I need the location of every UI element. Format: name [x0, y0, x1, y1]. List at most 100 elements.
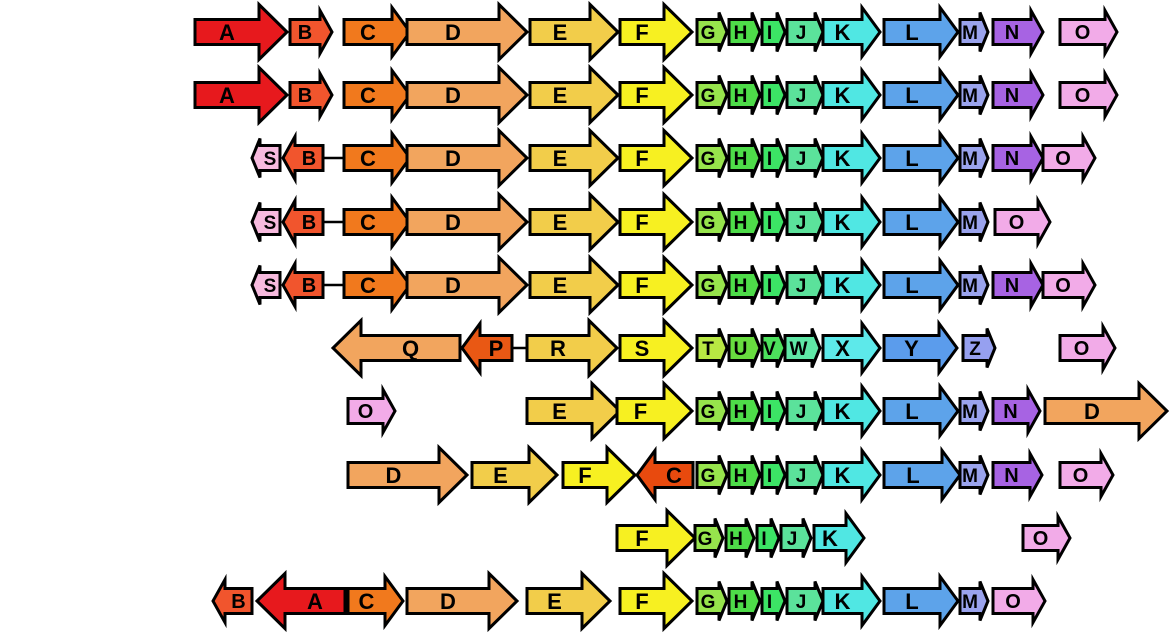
gene-arrow-b [281, 194, 325, 250]
gene-arrow-g [695, 390, 729, 432]
gene-letter-o: O [1005, 591, 1021, 613]
gene-arrow-g [695, 454, 729, 496]
gene-arrow-h [727, 454, 762, 496]
gene-arrow-o [1058, 67, 1119, 123]
gene-arrow-d [1043, 379, 1170, 443]
gene-letter-k: K [835, 399, 851, 424]
gene-arrow-t [695, 327, 729, 369]
gene-arrow-i [760, 137, 787, 179]
gene-arrow-k [821, 2, 882, 62]
gene-letter-h: H [734, 466, 748, 487]
gene-letter-k: K [835, 83, 851, 108]
gene-letter-j: J [796, 402, 807, 423]
gene-letter-m: M [962, 213, 978, 234]
gene-letter-s: S [264, 149, 277, 170]
gene-arrow-m [958, 580, 990, 622]
gene-letter-m: M [962, 149, 978, 170]
gene-letter-m: M [962, 23, 978, 44]
gene-arrow-l [882, 2, 960, 62]
gene-letter-h: H [729, 529, 743, 550]
gene-letter-j: J [796, 592, 807, 613]
gene-letter-k: K [835, 146, 851, 171]
gene-letter-e: E [553, 146, 568, 171]
gene-arrow-i [760, 390, 787, 432]
gene-letter-f: F [578, 463, 591, 488]
gene-arrow-l [882, 571, 960, 631]
gene-letter-n: N [1005, 22, 1019, 44]
gene-letter-s: S [264, 276, 277, 297]
gene-letter-f: F [634, 399, 647, 424]
gene-letter-p: P [489, 336, 504, 361]
gene-letter-o: O [1075, 22, 1091, 44]
gene-arrow-k [821, 192, 882, 252]
gene-arrow-g [695, 74, 729, 116]
gene-letter-d: D [386, 463, 402, 488]
gene-arrow-e [528, 126, 621, 190]
gene-arrow-n [991, 130, 1045, 186]
gene-letter-r: R [550, 336, 566, 361]
gene-arrow-j [779, 517, 813, 559]
gene-letter-f: F [635, 273, 648, 298]
gene-arrow-f [618, 253, 695, 317]
gene-letter-o: O [1009, 212, 1025, 234]
gene-arrow-m [958, 264, 990, 306]
gene-arrow-a [193, 63, 290, 127]
gene-letter-l: L [905, 83, 918, 108]
gene-arrow-i [760, 580, 787, 622]
gene-arrow-o [1058, 4, 1119, 60]
gene-letter-f: F [635, 526, 648, 551]
gene-letter-h: H [734, 149, 748, 170]
gene-letter-k: K [835, 273, 851, 298]
gene-arrow-g [695, 137, 729, 179]
gene-letter-a: A [307, 589, 323, 614]
gene-letter-g: G [701, 86, 716, 107]
gene-arrow-e [470, 443, 560, 507]
gene-arrow-e [528, 63, 621, 127]
gene-letter-v: V [763, 339, 776, 360]
gene-arrow-j [785, 137, 825, 179]
gene-letter-o: O [1075, 85, 1091, 107]
gene-letter-o: O [1073, 465, 1089, 487]
gene-letter-j: J [796, 149, 807, 170]
gene-letter-a: A [219, 20, 235, 45]
gene-arrow-o [1041, 130, 1097, 186]
gene-arrow-l [882, 192, 960, 252]
gene-arrow-s [618, 316, 695, 380]
gene-letter-d: D [445, 83, 461, 108]
gene-arrow-d [405, 63, 530, 127]
gene-letter-f: F [635, 210, 648, 235]
gene-letter-b: B [302, 212, 316, 234]
gene-letter-e: E [552, 399, 567, 424]
gene-letter-l: L [905, 20, 918, 45]
gene-letter-u: U [734, 339, 748, 360]
gene-arrow-m [958, 11, 990, 53]
gene-arrow-j [785, 264, 825, 306]
gene-letter-i: I [767, 276, 772, 297]
gene-letter-l: L [905, 210, 918, 235]
gene-arrow-l [882, 445, 962, 505]
gene-arrow-k [821, 65, 882, 125]
gene-arrow-g [693, 517, 725, 559]
gene-letter-j: J [787, 529, 798, 550]
gene-letter-f: F [635, 146, 648, 171]
gene-arrow-r [525, 316, 620, 380]
gene-arrow-e [528, 0, 621, 64]
gene-arrow-y [882, 318, 959, 378]
gene-arrow-b [281, 130, 325, 186]
gene-letter-j: J [796, 86, 807, 107]
gene-arrow-p [460, 318, 514, 378]
gene-letter-f: F [635, 83, 648, 108]
gene-letter-c: C [359, 589, 375, 614]
gene-letter-b: B [298, 85, 312, 107]
gene-letter-h: H [734, 402, 748, 423]
gene-letter-s: S [264, 213, 277, 234]
gene-arrow-c [342, 65, 412, 125]
gene-letter-j: J [796, 213, 807, 234]
gene-arrow-j [785, 454, 825, 496]
gene-arrow-h [727, 137, 762, 179]
gene-letter-i: I [767, 23, 772, 44]
gene-letter-g: G [701, 213, 716, 234]
gene-arrow-l [882, 381, 960, 441]
